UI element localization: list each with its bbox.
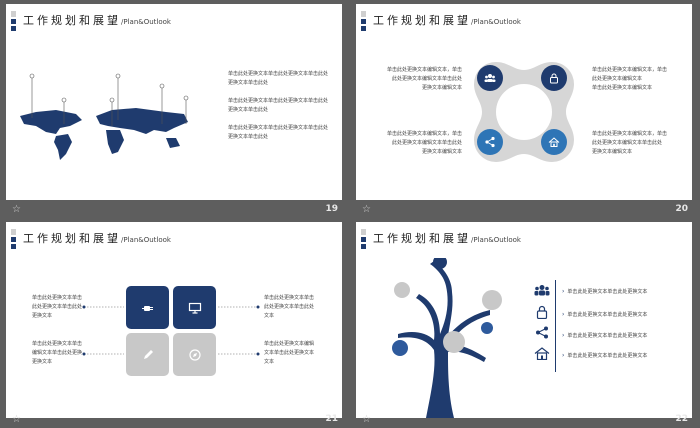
text-bottom-left: 单击此处更换文本编辑文本，单击此处更换文本编辑文本单击此处更换文本编辑文本 bbox=[386, 131, 462, 155]
slide-number: 19 bbox=[325, 204, 338, 214]
map-text: 单击此处更换文本单击此处更换文本单击此处更换文本单击此处 单击此处更换文本单击此… bbox=[228, 71, 329, 140]
title-accent bbox=[361, 11, 366, 33]
text-top-left: 单击此处更换文本单击此处更换文本单击此处更换文本 bbox=[32, 295, 83, 319]
home-icon bbox=[541, 129, 567, 155]
lock-icon bbox=[536, 305, 548, 319]
slide-footer-20: ☆ 20 bbox=[356, 200, 692, 218]
slide-number: 20 bbox=[675, 204, 688, 214]
share-icon bbox=[477, 129, 503, 155]
list-item: ›单击此处更换文本单击此处更换文本 bbox=[562, 352, 648, 359]
list-item: ›单击此处更换文本单击此处更换文本 bbox=[562, 332, 648, 339]
slide-footer-19: ☆ 19 bbox=[6, 200, 342, 218]
world-map bbox=[20, 73, 189, 160]
text-top-right: 单击此处更换文本单击此处更换文本单击此处文本 bbox=[264, 295, 315, 319]
lock-icon bbox=[541, 65, 567, 91]
text-bottom-right: 单击此处更换文本编辑文本，单击此处更换文本编辑文本单击此处更换文本编辑文本 bbox=[592, 131, 668, 155]
slide-title: 工作规划和展望/Plan&Outlook bbox=[373, 14, 521, 27]
connector-lines bbox=[82, 305, 260, 356]
compass-icon bbox=[173, 333, 216, 376]
slide-21[interactable]: 工作规划和展望/Plan&Outlook 单击此处更换文本单击此处更换文本单击此… bbox=[6, 222, 342, 418]
slide-title: 工作规划和展望/Plan&Outlook bbox=[23, 14, 171, 27]
text-top-left: 单击此处更换文本编辑文本，单击此处更换文本编辑文本单击此处更换文本编辑文本 bbox=[386, 67, 462, 91]
team-icon bbox=[477, 65, 503, 91]
star-outline-icon: ☆ bbox=[12, 203, 21, 215]
slide-number: 22 bbox=[675, 414, 688, 424]
slide-title: 工作规划和展望/Plan&Outlook bbox=[23, 232, 171, 245]
pencil-icon bbox=[126, 333, 169, 376]
slide-22[interactable]: 工作规划和展望/Plan&Outlook ›单击此处更换文本单击此处更换文本 ›… bbox=[356, 222, 692, 418]
tree-graphic bbox=[392, 258, 502, 418]
text-bottom-left: 单击此处更换文本单击编辑文本单击此处更换更换文本 bbox=[32, 341, 83, 365]
title-accent bbox=[11, 229, 16, 251]
slide-footer-21: ☆ 21 bbox=[6, 410, 342, 428]
icon-column bbox=[534, 284, 550, 360]
star-outline-icon: ☆ bbox=[362, 203, 371, 215]
monitor-icon bbox=[173, 286, 216, 329]
list-item: ›单击此处更换文本单击此处更换文本 bbox=[562, 288, 648, 295]
star-outline-icon: ☆ bbox=[362, 413, 371, 425]
list-item: ›单击此处更换文本单击此处更换文本 bbox=[562, 311, 648, 318]
slide-number: 21 bbox=[325, 414, 338, 424]
text-top-right: 单击此处更换文本编辑文本，单击此处更换文本编辑文本单击此处更换文本编辑文本 bbox=[592, 67, 668, 91]
slide-19[interactable]: 工作规划和展望/Plan&Outlook 单击此处更换文本单击此处更换文本单击此… bbox=[6, 4, 342, 200]
slide-20[interactable]: 工作规划和展望/Plan&Outlook 单击此处更换文本编辑文本，单击此处更换… bbox=[356, 4, 692, 200]
divider-line bbox=[555, 280, 556, 372]
share-icon bbox=[536, 326, 548, 339]
team-icon bbox=[534, 285, 550, 296]
slide-footer-22: ☆ 22 bbox=[356, 410, 692, 428]
title-accent bbox=[361, 229, 366, 251]
star-outline-icon: ☆ bbox=[12, 413, 21, 425]
title-accent bbox=[11, 11, 16, 33]
slide-title: 工作规划和展望/Plan&Outlook bbox=[373, 232, 521, 245]
plug-icon bbox=[126, 286, 169, 329]
text-bottom-right: 单击此处更换文本编辑文本单击此处更换文本文本 bbox=[264, 341, 315, 365]
home-icon bbox=[534, 347, 550, 360]
